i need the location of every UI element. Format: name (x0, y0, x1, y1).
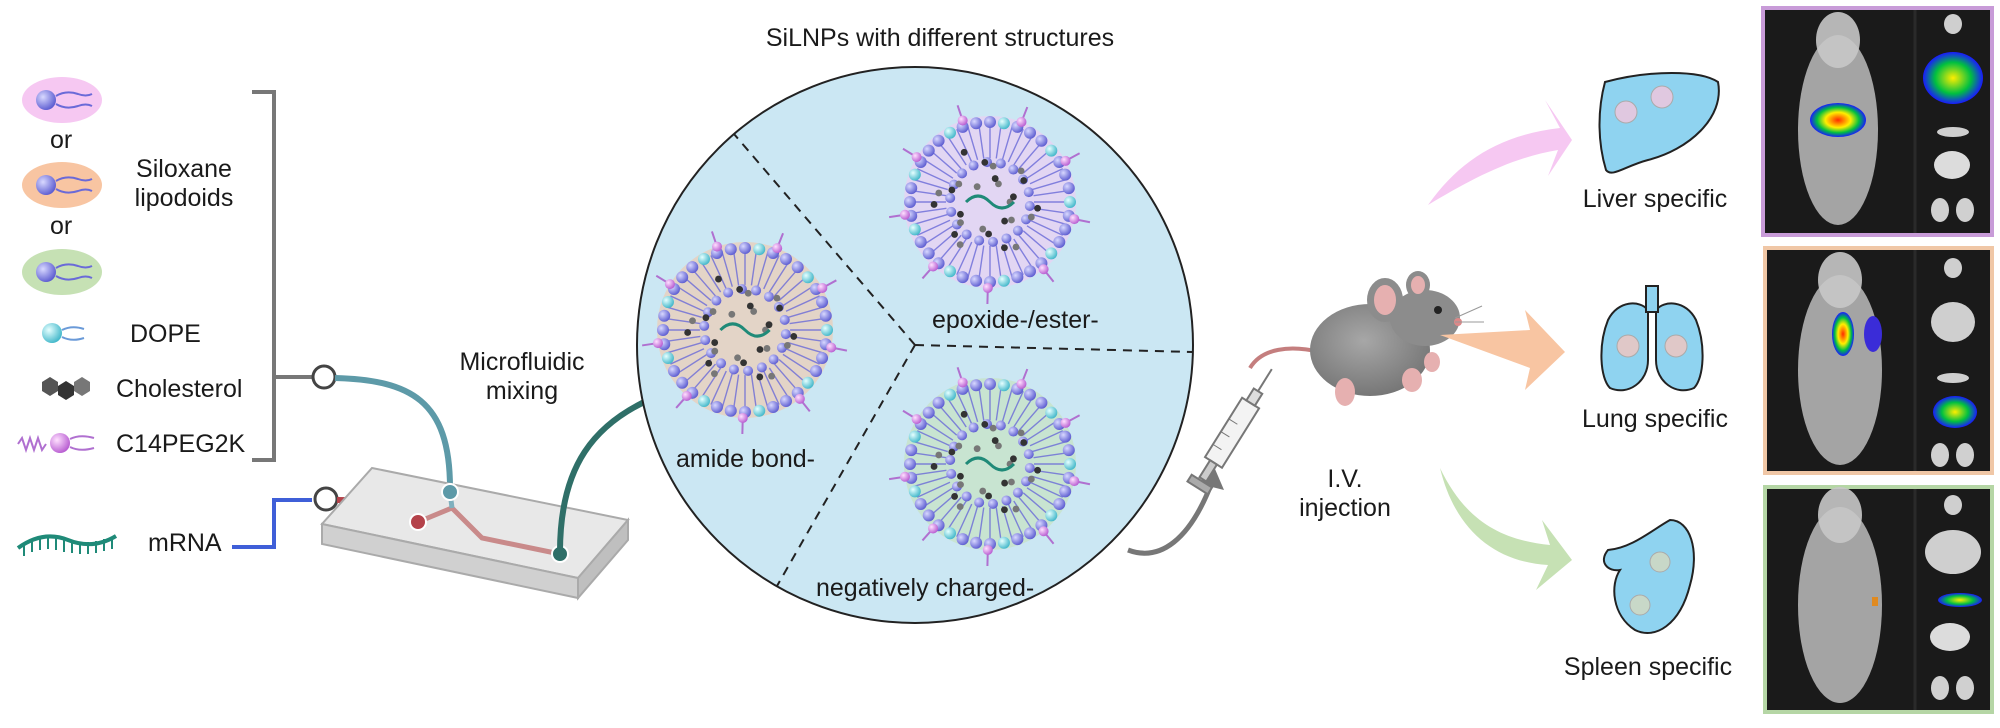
ingredient-siloxane-pink (22, 77, 102, 123)
spleen-imaging-panel (1765, 487, 1992, 712)
peg-label: C14PEG2K (116, 430, 245, 459)
lipid-inlet-port (313, 366, 335, 388)
ingredient-siloxane-peach (22, 162, 102, 208)
microfluidic-mixing-label: Microfluidic mixing (422, 348, 622, 406)
ingredient-siloxane-green (22, 249, 102, 295)
mixing-label-line1: Microfluidic (459, 348, 584, 376)
iv-injection-label: I.V. injection (1285, 465, 1405, 523)
or-label-1: or (50, 126, 72, 155)
lung-specific-label: Lung specific (1560, 405, 1750, 434)
dope-label: DOPE (130, 320, 201, 349)
sector-label-negatively-charged: negatively charged- (816, 574, 1034, 603)
liver-imaging-panel (1763, 8, 1992, 235)
siloxane-label-line2: lipodoids (135, 184, 234, 212)
spleen-specific-label: Spleen specific (1548, 653, 1748, 682)
cholesterol-molecule-icon (42, 377, 90, 400)
mrna-line (232, 500, 312, 547)
syringe-icon (1187, 363, 1282, 494)
lung-imaging-panel (1765, 248, 1992, 473)
peg-lipid-molecule-icon (18, 433, 94, 453)
arrow-to-liver (1428, 100, 1572, 205)
spleen-icon (1604, 520, 1694, 633)
lung-icon (1601, 286, 1702, 390)
siloxane-label-line1: Siloxane (136, 155, 232, 183)
cholesterol-label: Cholesterol (116, 375, 242, 404)
liver-icon (1600, 73, 1719, 173)
siloxane-lipodoids-label: Siloxane lipodoids (128, 155, 240, 213)
ingredient-bracket (252, 92, 274, 460)
arrow-to-spleen (1440, 468, 1572, 590)
mrna-inlet-port (315, 488, 337, 510)
sector-label-amide-bond: amide bond- (676, 445, 815, 474)
injection-label-line1: I.V. (1327, 465, 1362, 493)
liver-specific-label: Liver specific (1560, 185, 1750, 214)
mouse-icon (1250, 271, 1484, 406)
or-label-2: or (50, 212, 72, 241)
mrna-strand-icon (18, 536, 116, 556)
dope-molecule-icon (42, 323, 84, 343)
microfluidic-chip (322, 468, 628, 598)
injection-label-line2: injection (1299, 494, 1391, 522)
sector-label-epoxide-ester: epoxide-/ester- (932, 306, 1099, 335)
mixing-label-line2: mixing (486, 377, 558, 405)
silnp-title: SiLNPs with different structures (700, 24, 1180, 53)
mrna-label: mRNA (148, 529, 222, 558)
